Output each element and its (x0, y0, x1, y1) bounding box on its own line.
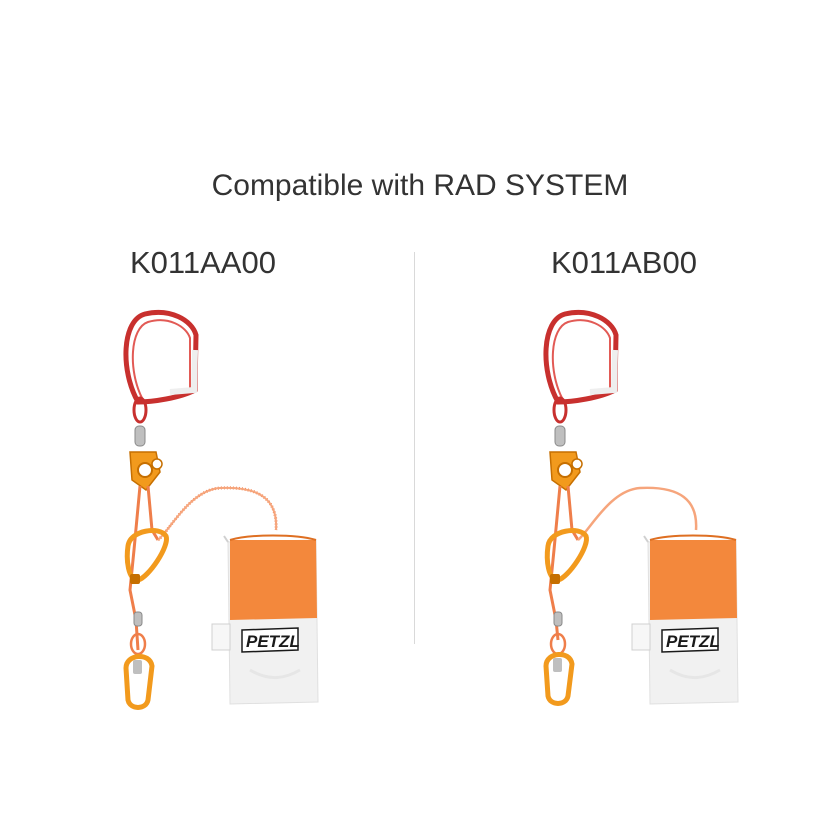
bottom-carabiner (543, 632, 575, 706)
page-title: Compatible with RAD SYSTEM (211, 169, 629, 202)
screw-connector (554, 425, 566, 447)
product-code-left: K011AA00 (130, 245, 276, 280)
rescue-kit-illustration: PETZL (543, 310, 739, 706)
rescue-kit-image-right: PETZL (520, 290, 840, 720)
bag-brand-logo: PETZL (246, 632, 300, 651)
pulley-device (129, 451, 163, 492)
rope-bag: PETZL (631, 534, 739, 705)
screw-connector (134, 425, 146, 447)
rope-to-bag (156, 486, 278, 542)
bottom-carabiner (123, 632, 155, 710)
middle-carabiner (544, 528, 589, 584)
pulley-device (549, 451, 583, 492)
main-rope (128, 485, 142, 651)
rescue-kit-image-left: PETZL (100, 290, 420, 720)
product-code-right: K011AB00 (551, 245, 697, 280)
column-divider (414, 252, 415, 644)
anchor-sling (543, 310, 619, 424)
main-rope (548, 485, 562, 641)
rope-to-bag (577, 486, 698, 541)
middle-carabiner (124, 528, 169, 584)
rescue-kit-illustration: PETZL (123, 310, 319, 710)
bag-brand-logo: PETZL (666, 632, 720, 651)
rope-bag: PETZL (211, 534, 319, 705)
anchor-sling (123, 310, 199, 424)
